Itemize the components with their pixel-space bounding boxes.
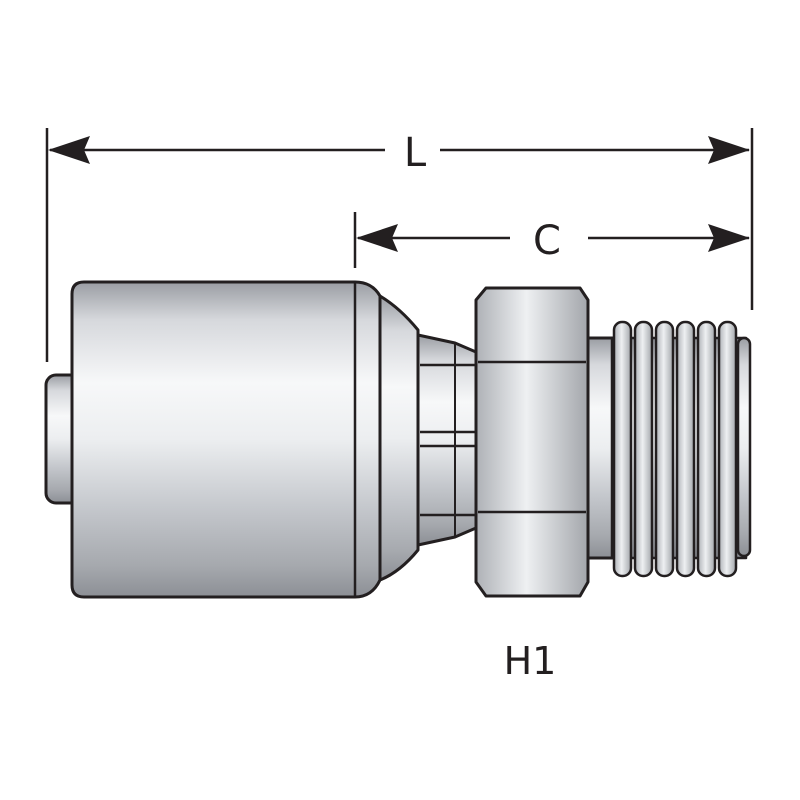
hex-nut xyxy=(474,286,590,598)
arrowhead-l-left xyxy=(48,136,90,164)
thread-crest-2 xyxy=(633,320,654,578)
dimension-l: L xyxy=(45,128,754,362)
hex-label-h1: H1 xyxy=(504,639,557,683)
arrowhead-l-right xyxy=(708,136,750,164)
arrowhead-c-left xyxy=(356,224,398,252)
ferrule xyxy=(70,280,382,599)
thread-crest-6 xyxy=(717,320,738,578)
thread-crest-1 xyxy=(612,320,633,578)
collar xyxy=(416,333,478,547)
dimension-label-c: C xyxy=(533,218,561,264)
threads xyxy=(610,320,752,578)
arrowhead-c-right xyxy=(708,224,750,252)
thread-end xyxy=(736,336,752,558)
dimension-label-l: L xyxy=(404,130,427,176)
thread-crest-4 xyxy=(675,320,696,578)
fitting xyxy=(44,280,752,599)
thread-crest-3 xyxy=(654,320,675,578)
dimension-c: C xyxy=(353,212,750,268)
ferrule-taper xyxy=(378,294,420,582)
thread-crest-5 xyxy=(696,320,717,578)
